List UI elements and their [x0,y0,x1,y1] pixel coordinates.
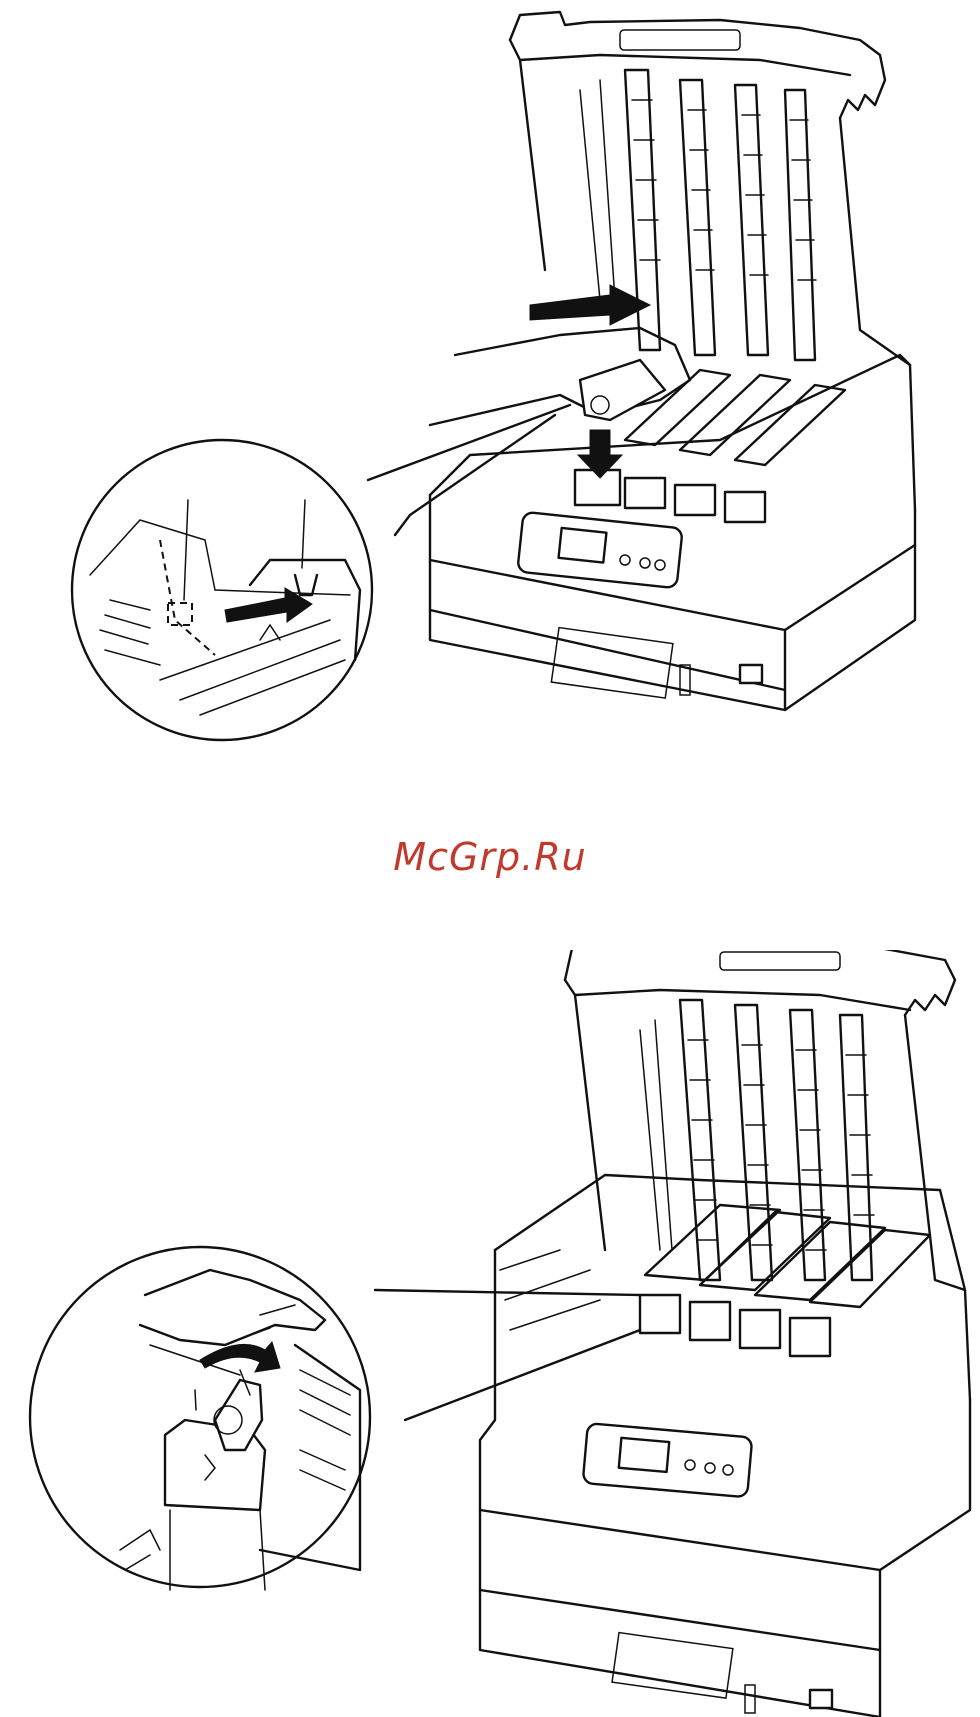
printer-lid-top [510,12,915,510]
printer-body-bottom [480,1175,970,1717]
watermark-text: McGrp.Ru [0,835,980,879]
drum-units-bottom [640,1000,874,1280]
figure-lock-toner [0,950,980,1717]
printer-illustration-bottom [0,950,980,1717]
figure-install-toner [0,0,980,760]
callout-circle-top [72,440,372,740]
printer-illustration-top [0,0,980,760]
toner-cartridges-bottom [640,1205,930,1356]
callout-leader-bottom [375,1290,640,1420]
callout-circle-bottom [30,1247,370,1590]
